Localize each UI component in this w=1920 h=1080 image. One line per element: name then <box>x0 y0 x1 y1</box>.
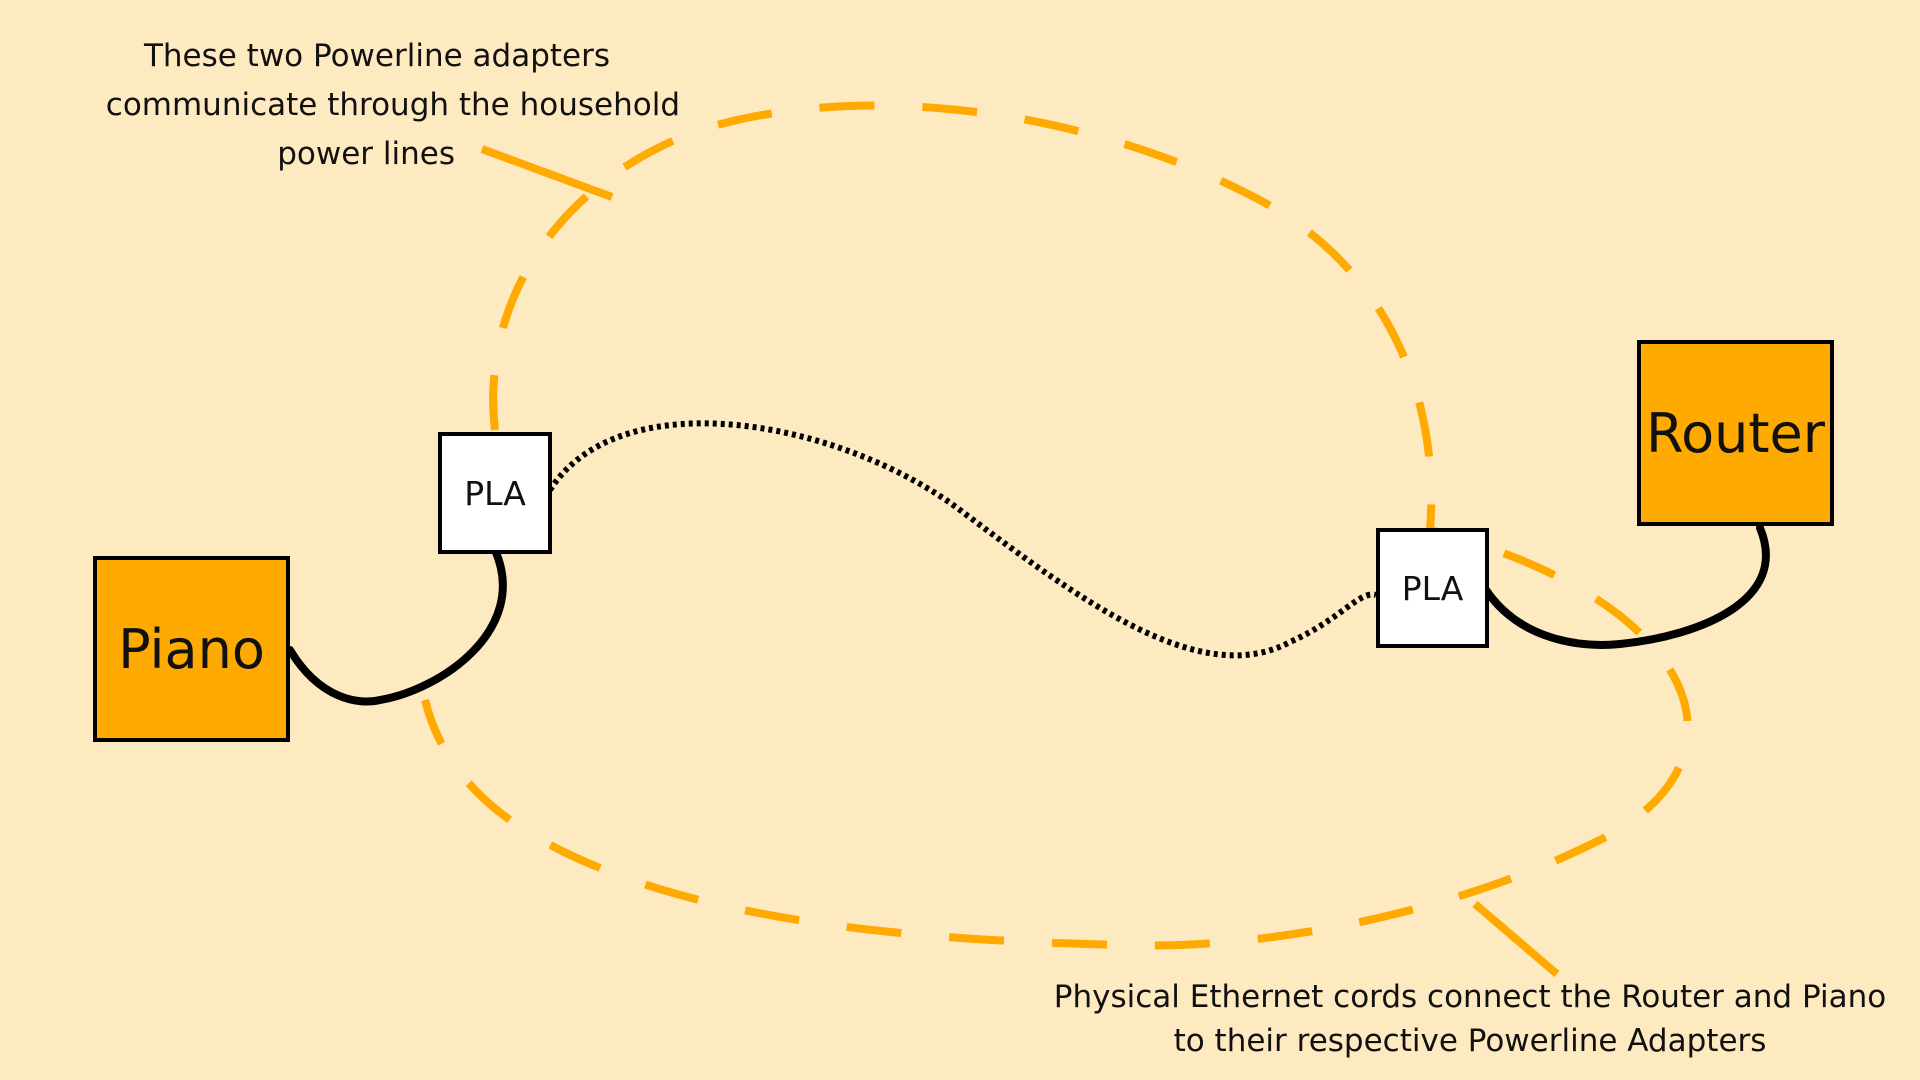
ethernet-cord-router <box>1482 524 1770 649</box>
powerline-zone-outline <box>421 101 1692 950</box>
powerline-note-pointer <box>480 145 614 201</box>
pla-right-label: PLA <box>1401 568 1464 608</box>
ethernet-annotation-line-2: to their respective Powerline Adapters <box>1173 1023 1767 1059</box>
router-label: Router <box>1646 401 1825 465</box>
powerline-annotation-line-2: communicate through the household <box>105 87 680 123</box>
ethernet-cord-piano <box>286 546 507 706</box>
piano-node: Piano <box>93 556 290 742</box>
powerline-annotation-line-3: power lines <box>277 136 455 172</box>
powerline-annotation-line-1: These two Powerline adapters <box>143 38 610 74</box>
ethernet-annotation-line-1: Physical Ethernet cords connect the Rout… <box>1053 979 1887 1015</box>
router-node: Router <box>1637 340 1834 526</box>
powerline-adapter-left: PLA <box>438 432 552 554</box>
powerline-link <box>547 420 1377 659</box>
pla-left-label: PLA <box>464 473 526 513</box>
powerline-adapter-right: PLA <box>1376 528 1489 648</box>
ethernet-note-pointer <box>1472 900 1560 978</box>
powerline-annotation: These two Powerline adapters communicate… <box>40 32 680 179</box>
piano-label: Piano <box>118 617 265 681</box>
ethernet-annotation: Physical Ethernet cords connect the Rout… <box>1050 975 1890 1063</box>
